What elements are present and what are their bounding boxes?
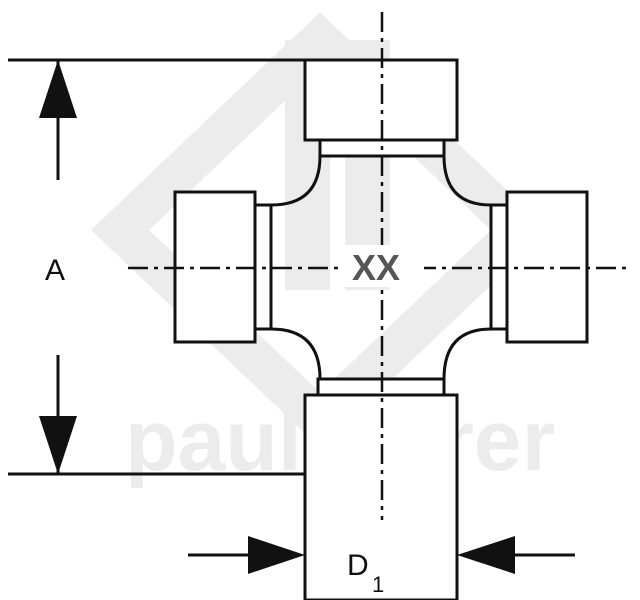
center-label: XX (352, 247, 400, 288)
dimension-d1-subscript: 1 (372, 572, 384, 597)
fillet-top-left (270, 155, 322, 207)
dimension-d1-arrow-left (248, 536, 305, 574)
fillet-top-right (442, 155, 492, 207)
dimension-a-label: A (45, 254, 65, 287)
dimension-d1-label-bg (338, 530, 398, 596)
dimension-a-arrow-bottom (39, 416, 77, 474)
fillet-bottom-right (442, 327, 492, 380)
dimension-a-arrow-top (39, 60, 77, 118)
fillet-bottom-left (270, 327, 322, 380)
dimension-d1-label: D (347, 549, 369, 582)
dimension-d1-arrow-right (457, 536, 515, 574)
cross-part (173, 58, 589, 600)
center-label-bg (338, 245, 424, 287)
